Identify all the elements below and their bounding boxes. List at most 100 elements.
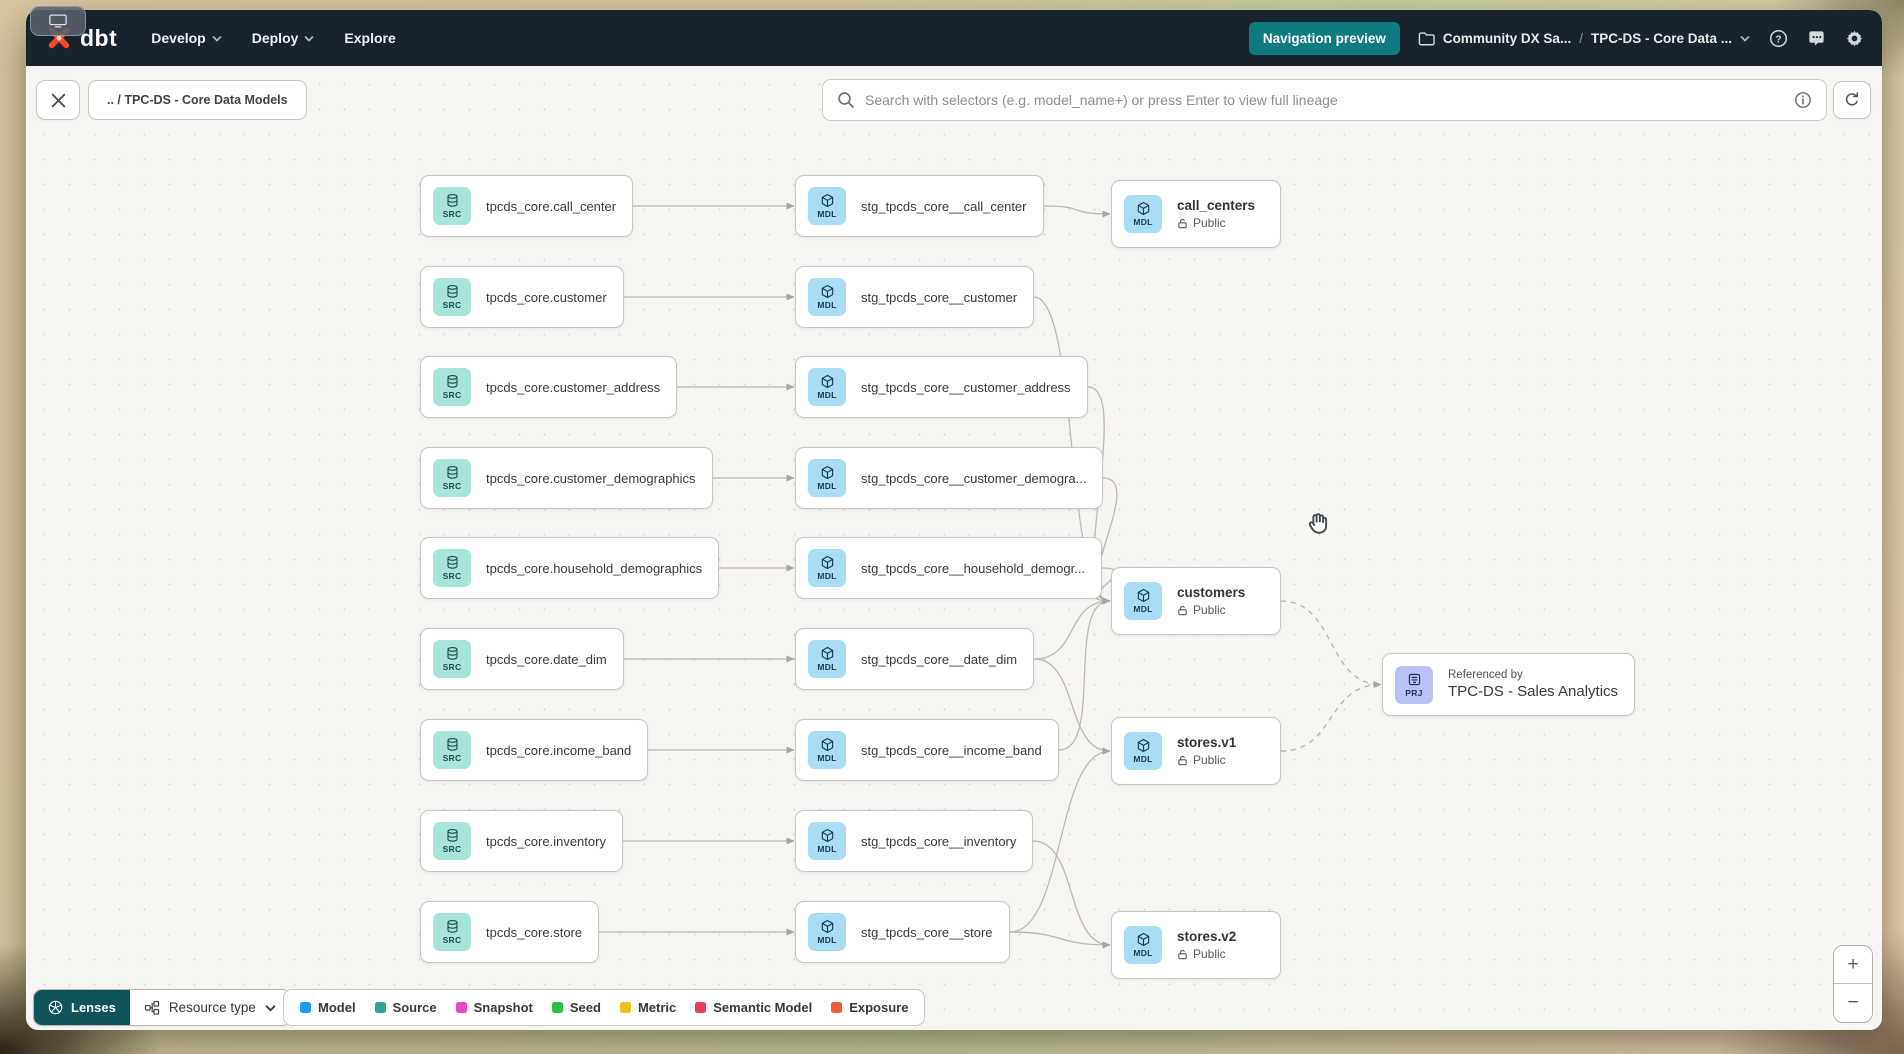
graph-node-src7[interactable]: SRC tpcds_core.income_band — [420, 719, 649, 781]
node-label: stg_tpcds_core__household_demogr... — [861, 560, 1086, 576]
primary-nav: Develop Deploy Explore — [151, 30, 396, 46]
screen-share-pill[interactable] — [30, 6, 86, 36]
refresh-button[interactable] — [1833, 81, 1871, 119]
node-text: tpcds_core.income_band — [486, 743, 631, 758]
nav-item-develop[interactable]: Develop — [151, 30, 222, 46]
node-label: stores.v1 — [1177, 735, 1237, 750]
lineage-breadcrumb-chip[interactable]: .. / TPC-DS - Core Data Models — [88, 80, 307, 120]
zoom-out-button[interactable]: − — [1834, 984, 1872, 1022]
node-text: stg_tpcds_core__call_center — [861, 199, 1027, 214]
node-text: tpcds_core.call_center — [486, 199, 616, 214]
info-icon[interactable] — [1794, 91, 1812, 109]
node-text: stg_tpcds_core__inventory — [861, 834, 1016, 849]
legend-item-snapshot: Snapshot — [455, 1000, 533, 1015]
lenses-label: Lenses — [71, 1000, 116, 1015]
edge-stg8-to-pub_stores_v2 — [1032, 840, 1111, 949]
folder-icon — [1418, 31, 1435, 45]
node-label: tpcds_core.call_center — [486, 198, 617, 214]
legend-swatch — [374, 1002, 386, 1013]
cube-icon: MDL — [1124, 195, 1162, 233]
resource-type-icon — [144, 1000, 160, 1015]
database-icon: SRC — [433, 368, 471, 406]
node-label: stores.v2 — [1177, 929, 1237, 944]
legend-swatch — [831, 1002, 843, 1013]
edge-stg6-to-pub_customers — [1033, 597, 1111, 660]
edge-stg9-to-pub_stores_v1 — [1009, 747, 1111, 933]
legend-swatch — [695, 1002, 707, 1013]
breadcrumb-account[interactable]: Community DX Sa... — [1442, 30, 1572, 46]
edge-stg1-to-pub_call_centers — [1043, 205, 1111, 218]
cube-icon: MDL — [808, 549, 846, 587]
database-icon: SRC — [433, 731, 471, 769]
chevron-down-icon — [212, 35, 222, 42]
breadcrumb-project[interactable]: TPC-DS - Core Data ... — [1590, 30, 1732, 46]
feedback-icon[interactable] — [1806, 28, 1826, 48]
database-icon: SRC — [433, 822, 471, 860]
graph-node-stg3[interactable]: MDL stg_tpcds_core__customer_address — [795, 356, 1088, 418]
grab-cursor-icon — [1308, 513, 1328, 534]
node-text: stg_tpcds_core__customer_address — [861, 380, 1071, 395]
help-icon[interactable]: ? — [1768, 28, 1788, 48]
graph-node-src3[interactable]: SRC tpcds_core.customer_address — [420, 356, 678, 418]
database-icon: SRC — [433, 187, 471, 225]
legend-item-semantic-model: Semantic Model — [695, 1000, 812, 1015]
node-label: stg_tpcds_core__date_dim — [861, 651, 1018, 667]
zoom-in-button[interactable]: + — [1834, 946, 1872, 984]
edge-stg6-to-pub_stores_v1 — [1033, 658, 1111, 755]
search-input[interactable] — [865, 92, 1784, 108]
resource-type-label: Resource type — [168, 1000, 256, 1015]
node-text: stg_tpcds_core__date_dim — [861, 652, 1017, 667]
edge-stg7-to-pub_customers — [1058, 597, 1111, 751]
nav-item-deploy[interactable]: Deploy — [252, 30, 315, 46]
lock-open-icon — [1177, 605, 1188, 616]
graph-node-stg1[interactable]: MDL stg_tpcds_core__call_center — [795, 175, 1044, 237]
navigation-preview-button[interactable]: Navigation preview — [1248, 21, 1400, 55]
nav-item-explore[interactable]: Explore — [344, 30, 396, 46]
chevron-down-icon — [265, 1004, 276, 1012]
lock-open-icon — [1177, 755, 1188, 766]
legend-swatch — [551, 1002, 563, 1013]
chevron-down-icon[interactable] — [1740, 35, 1750, 42]
node-label: tpcds_core.income_band — [486, 742, 632, 758]
resource-type-dropdown[interactable]: Resource type — [129, 990, 290, 1025]
node-label: stg_tpcds_core__customer_demogra... — [861, 470, 1087, 486]
node-access: Public — [1177, 603, 1245, 617]
cube-icon: MDL — [808, 731, 846, 769]
edge-stg9-to-pub_stores_v2 — [1009, 931, 1111, 949]
monitor-icon — [49, 14, 67, 28]
lenses-button[interactable]: Lenses — [34, 990, 130, 1025]
legend-swatch — [455, 1002, 467, 1013]
close-lineage-button[interactable] — [36, 80, 80, 120]
node-label: tpcds_core.date_dim — [486, 651, 607, 667]
graph-node-stg5[interactable]: MDL stg_tpcds_core__household_demogr... — [795, 537, 1103, 599]
cube-icon: MDL — [808, 187, 846, 225]
database-icon: SRC — [433, 549, 471, 587]
graph-node-src1[interactable]: SRC tpcds_core.call_center — [420, 175, 634, 237]
node-label: stg_tpcds_core__inventory — [861, 833, 1017, 849]
node-text: tpcds_core.customer_address — [486, 380, 660, 395]
node-label: tpcds_core.store — [486, 924, 583, 940]
settings-gear-icon[interactable] — [1844, 28, 1864, 48]
cube-icon: MDL — [808, 368, 846, 406]
